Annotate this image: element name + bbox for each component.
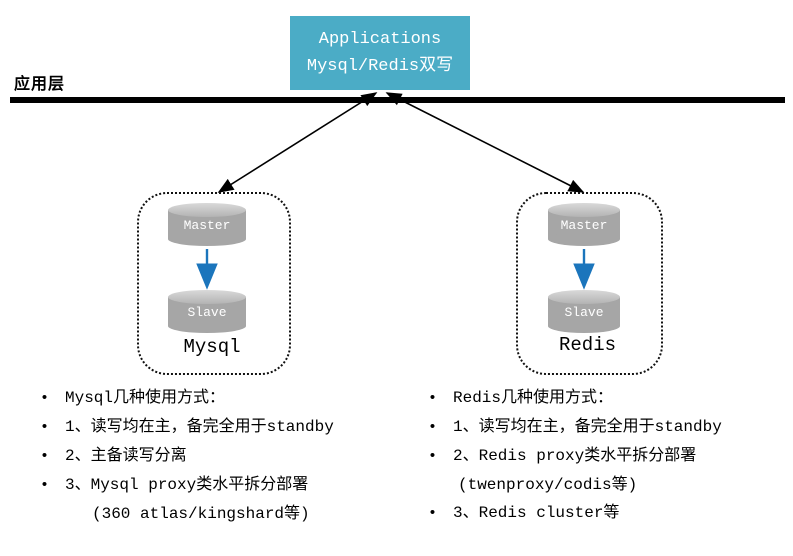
arrow-app-to-redis: [385, 92, 585, 193]
app-layer-divider: [10, 97, 785, 103]
list-item: 3、Mysql proxy类水平拆分部署: [40, 471, 410, 500]
mysql-notes-list: Mysql几种使用方式： 1、读写均在主，备完全用于standby 2、主备读写…: [40, 384, 410, 528]
note-text: 2、主备读写分离: [65, 447, 187, 465]
note-text: Mysql几种使用方式：: [65, 389, 226, 407]
list-item: 1、读写均在主，备完全用于standby: [428, 413, 788, 442]
note-text: 1、读写均在主，备完全用于standby: [453, 418, 722, 436]
redis-group-box: [516, 192, 663, 375]
bullet-dot-icon: [40, 384, 65, 413]
bullet-dot-icon: [40, 471, 65, 500]
redis-notes-list: Redis几种使用方式： 1、读写均在主，备完全用于standby 2、Redi…: [428, 384, 788, 528]
mysql-slave-cylinder: Slave: [168, 290, 246, 333]
arrow-app-to-mysql: [217, 92, 378, 193]
list-item-continuation: (360 atlas/kingshard等): [40, 500, 410, 528]
note-text: (360 atlas/kingshard等): [92, 505, 310, 523]
app-layer-label: 应用层: [14, 76, 66, 94]
list-item: 2、Redis proxy类水平拆分部署: [428, 442, 788, 471]
mysql-master-cylinder: Master: [168, 203, 246, 246]
note-text: 3、Mysql proxy类水平拆分部署: [65, 476, 309, 494]
note-text: 3、Redis cluster等: [453, 504, 620, 522]
cylinder-bottom: [548, 232, 620, 246]
mysql-group-box: [137, 192, 291, 375]
mysql-group-label: Mysql: [183, 336, 241, 358]
bullet-dot-icon: [428, 413, 453, 442]
list-item: 3、Redis cluster等: [428, 499, 788, 528]
applications-box-subtitle: Mysql/Redis双写: [306, 57, 454, 76]
redis-group-label: Redis: [558, 334, 616, 356]
redis-slave-cylinder: Slave: [548, 290, 620, 333]
cylinder-bottom: [168, 232, 246, 246]
cylinder-top: [548, 203, 620, 217]
redis-master-cylinder: Master: [548, 203, 620, 246]
note-text: 1、读写均在主，备完全用于standby: [65, 418, 334, 436]
cylinder-top: [548, 290, 620, 304]
note-text: Redis几种使用方式：: [453, 389, 614, 407]
applications-box: Applications Mysql/Redis双写: [290, 16, 470, 90]
redis-master-label: Master: [560, 218, 608, 233]
redis-slave-label: Slave: [564, 305, 604, 320]
bullet-dot-icon: [428, 442, 453, 471]
cylinder-bottom: [168, 319, 246, 333]
list-item: Redis几种使用方式：: [428, 384, 788, 413]
list-item-continuation: (twenproxy/codis等): [428, 471, 788, 499]
note-text: (twenproxy/codis等): [458, 476, 638, 494]
cylinder-top: [168, 290, 246, 304]
bullet-dot-icon: [40, 413, 65, 442]
list-item: 1、读写均在主，备完全用于standby: [40, 413, 410, 442]
mysql-slave-label: Slave: [187, 305, 227, 320]
list-item: Mysql几种使用方式：: [40, 384, 410, 413]
cylinder-top: [168, 203, 246, 217]
bullet-dot-icon: [40, 442, 65, 471]
note-text: 2、Redis proxy类水平拆分部署: [453, 447, 697, 465]
bullet-dot-icon: [428, 499, 453, 528]
applications-box-title: Applications: [318, 30, 442, 49]
mysql-master-label: Master: [183, 218, 231, 233]
list-item: 2、主备读写分离: [40, 442, 410, 471]
bullet-dot-icon: [428, 384, 453, 413]
cylinder-bottom: [548, 319, 620, 333]
